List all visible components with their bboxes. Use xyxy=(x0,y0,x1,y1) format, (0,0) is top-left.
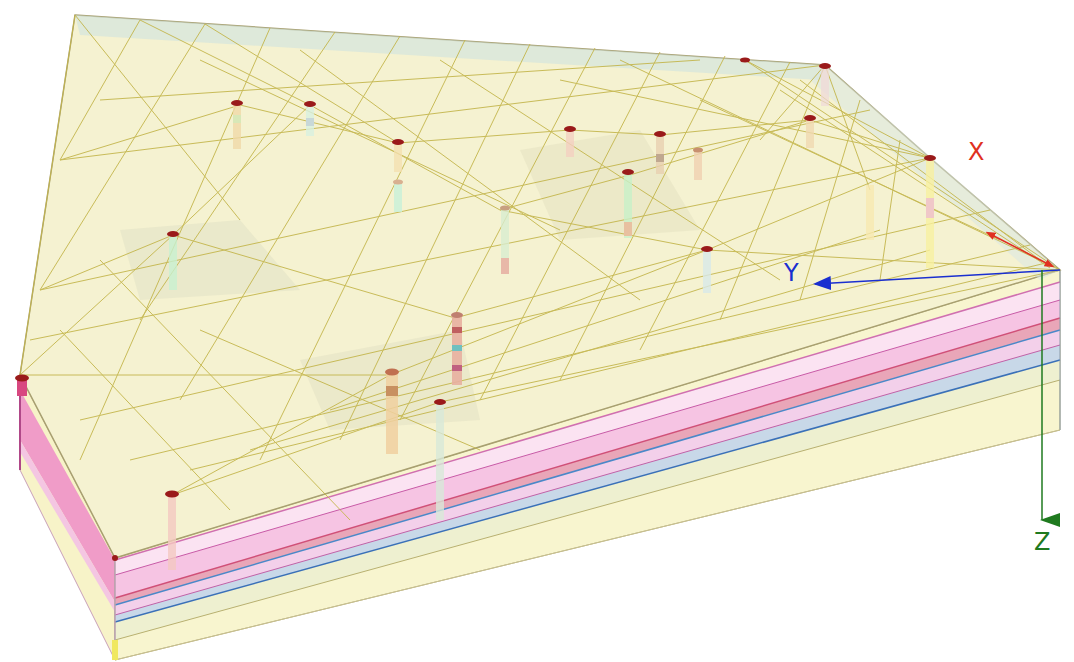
axis-label-holder: Y xyxy=(784,261,799,285)
top-surface xyxy=(20,15,1060,558)
axis-label-holder: Z xyxy=(1034,530,1050,554)
x-axis xyxy=(990,234,1050,265)
axis-label: Z xyxy=(1034,530,1050,554)
axis-label: Y xyxy=(784,261,799,285)
axis-label-holder: X xyxy=(968,140,984,164)
surface-mesh xyxy=(20,15,1060,520)
y-axis xyxy=(815,270,1060,284)
axis-label: X xyxy=(968,140,984,164)
boreholes xyxy=(15,58,936,571)
axis-arrows xyxy=(815,234,1060,520)
z-axis xyxy=(1041,270,1043,520)
